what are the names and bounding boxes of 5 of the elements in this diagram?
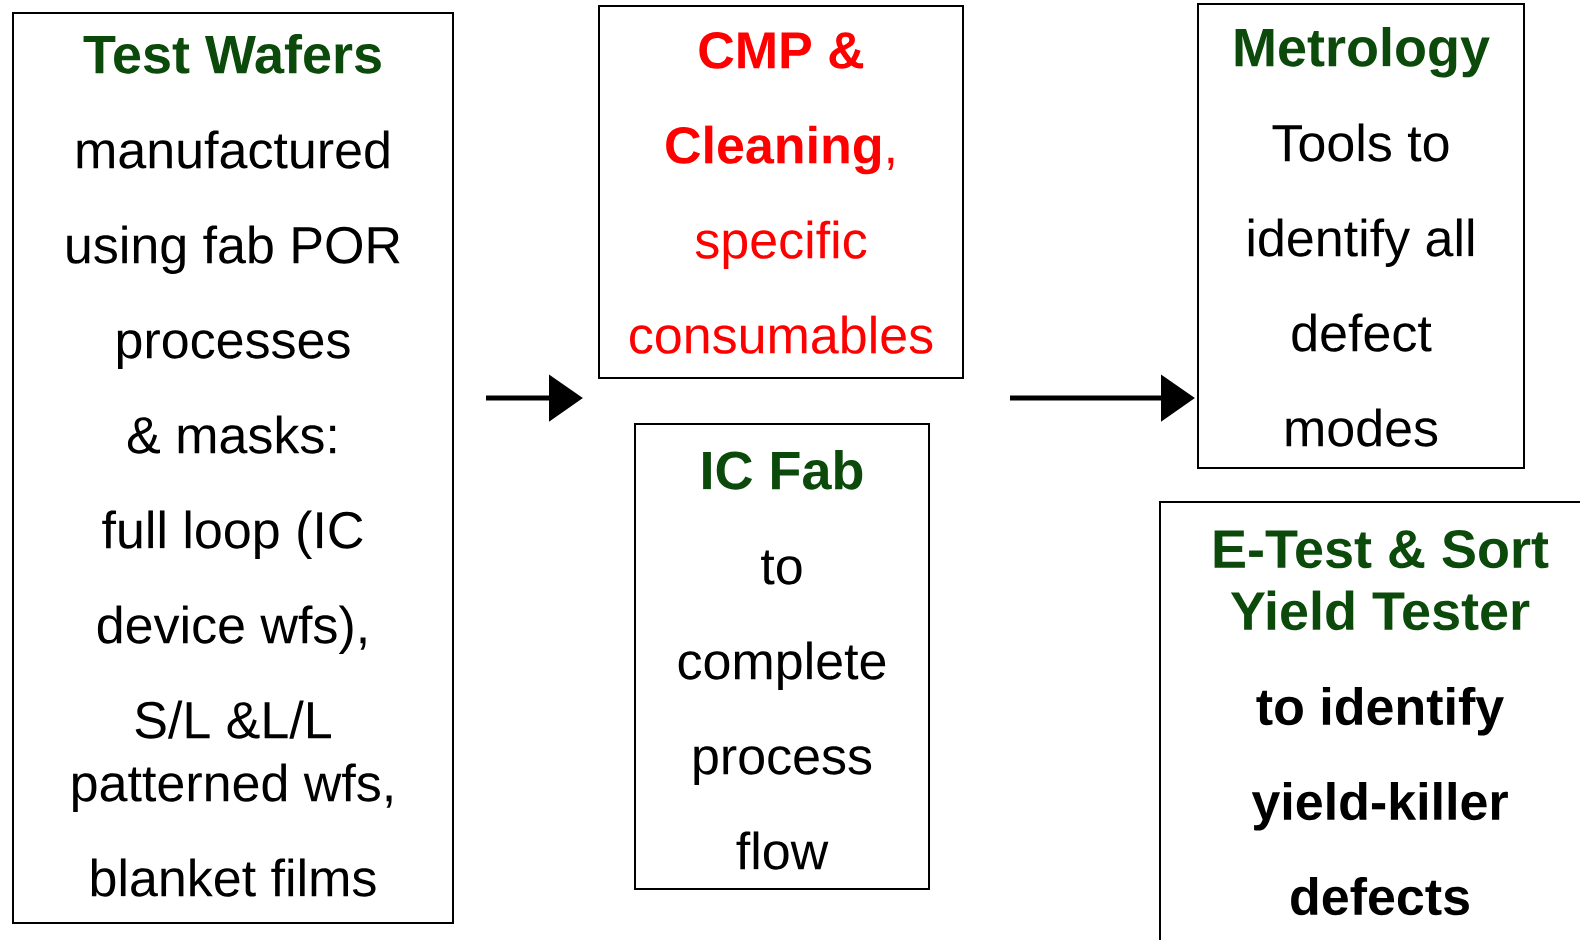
process-box: CMP & Cleaning, specific consumables xyxy=(598,5,964,379)
process-box: Metrology Tools to identify all defect modes xyxy=(1197,3,1525,469)
process-box: Test Wafers manufactured using fab POR processes & masks: full loop (IC device wfs), S/L &L/L patterned wfs, blanket films xyxy=(12,12,454,924)
process-box: E-Test & Sort Yield Tester to identify yield-killer defects xyxy=(1159,501,1580,940)
process-box: IC Fab to complete process flow xyxy=(634,423,930,890)
